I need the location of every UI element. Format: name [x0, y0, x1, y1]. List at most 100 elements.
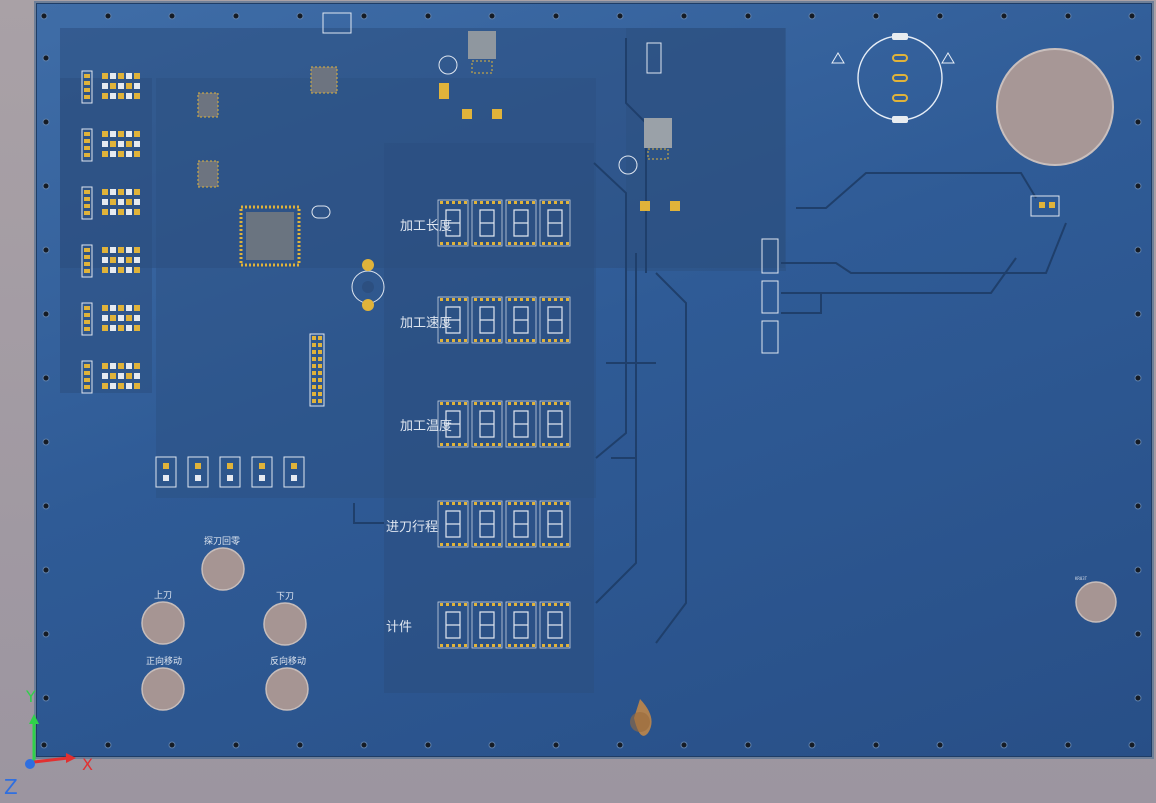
- mount-hole: [744, 741, 752, 749]
- forward-move-button[interactable]: 正向移动: [141, 655, 185, 711]
- mount-hole: [936, 12, 944, 20]
- seven-segment-digit: [539, 400, 571, 448]
- seven-segment-digit: [505, 296, 537, 344]
- mount-hole: [42, 246, 50, 254]
- right-headers: [322, 12, 1060, 354]
- mount-hole: [744, 12, 752, 20]
- home-button[interactable]: 探刀回零: [201, 535, 245, 591]
- seven-segment-digit: [539, 500, 571, 548]
- seven-segment-digit: [471, 296, 503, 344]
- bottom-connector: [187, 456, 209, 488]
- header-pin: [318, 336, 322, 340]
- mount-hole: [1134, 54, 1142, 62]
- header-pin: [312, 357, 316, 361]
- mount-hole: [872, 12, 880, 20]
- seven-segment-digit: [471, 500, 503, 548]
- mount-hole: [42, 54, 50, 62]
- header-pin: [312, 350, 316, 354]
- mount-hole: [1000, 12, 1008, 20]
- lower-tool-button[interactable]: 下刀: [263, 592, 307, 646]
- mount-hole: [42, 694, 50, 702]
- mount-hole: [488, 741, 496, 749]
- mounting-holes: [40, 12, 1142, 749]
- mount-hole: [42, 118, 50, 126]
- label-processing-length: 加工长度: [400, 218, 452, 234]
- bottom-connector: [283, 456, 305, 488]
- reverse-move-button[interactable]: 反向移动: [265, 655, 309, 711]
- mount-hole: [1134, 310, 1142, 318]
- header-pin: [312, 343, 316, 347]
- mount-hole: [1134, 438, 1142, 446]
- seven-segment-displays: [437, 199, 571, 649]
- axis-y-label: Y: [25, 687, 36, 706]
- mount-hole: [232, 741, 240, 749]
- seven-segment-digit: [437, 500, 469, 548]
- seven-segment-digit: [437, 199, 469, 247]
- mount-hole: [40, 741, 48, 749]
- round-components: [311, 55, 680, 311]
- bottom-connector: [155, 456, 177, 488]
- mount-hole: [680, 741, 688, 749]
- mount-hole: [42, 630, 50, 638]
- seven-segment-digit: [471, 601, 503, 649]
- board-traces: [353, 38, 1067, 644]
- header-pin: [318, 392, 322, 396]
- left-connector-block: [81, 70, 140, 104]
- seven-segment-digit: [437, 296, 469, 344]
- seven-segment-digit: [471, 400, 503, 448]
- header-pin: [318, 371, 322, 375]
- header-pin: [312, 385, 316, 389]
- mount-hole: [1134, 246, 1142, 254]
- header-pin: [312, 399, 316, 403]
- mcu-chip: [239, 205, 301, 267]
- mount-hole: [808, 12, 816, 20]
- mount-hole: [1134, 630, 1142, 638]
- mount-hole: [1134, 502, 1142, 510]
- pin-headers: [309, 333, 325, 407]
- mount-hole: [1134, 694, 1142, 702]
- header-pin: [318, 350, 322, 354]
- mount-hole: [104, 12, 112, 20]
- mount-hole: [296, 741, 304, 749]
- header-pin: [318, 357, 322, 361]
- mount-hole: [296, 12, 304, 20]
- forward-move-label: 正向移动: [146, 655, 182, 667]
- battery-holder: [831, 33, 955, 123]
- mount-hole: [104, 741, 112, 749]
- mount-hole: [488, 12, 496, 20]
- mount-hole: [616, 741, 624, 749]
- mount-hole: [1064, 12, 1072, 20]
- seven-segment-digit: [471, 199, 503, 247]
- push-buttons[interactable]: 探刀回零 上刀 下刀 正向移动 反向移动: [141, 535, 1117, 711]
- small-ics: [197, 31, 672, 188]
- left-connector-block: [81, 302, 140, 336]
- mount-hole: [1134, 566, 1142, 574]
- reverse-move-label: 反向移动: [270, 655, 306, 667]
- home-button-label: 探刀回零: [204, 535, 240, 547]
- upper-tool-button[interactable]: 上刀: [141, 590, 185, 645]
- mount-hole: [1128, 12, 1136, 20]
- mount-hole: [40, 12, 48, 20]
- small-right-button[interactable]: KR03T: [1075, 576, 1117, 623]
- seven-segment-digit: [539, 601, 571, 649]
- mount-hole: [936, 741, 944, 749]
- board-silkscreen-labels: 加工长度 加工速度 加工温度 进刀行程 计件: [386, 218, 452, 635]
- label-piece-count: 计件: [386, 620, 412, 635]
- axis-z-label: Z: [4, 775, 18, 799]
- bottom-connector: [251, 456, 273, 488]
- header-pin: [312, 336, 316, 340]
- axis-gizmo: Y X: [25, 687, 93, 774]
- mount-hole: [42, 182, 50, 190]
- left-connector-block: [81, 244, 140, 278]
- seven-segment-digit: [505, 400, 537, 448]
- mount-hole: [616, 12, 624, 20]
- mount-hole: [42, 374, 50, 382]
- left-connector-block: [81, 360, 140, 394]
- bottom-connector: [219, 456, 241, 488]
- axis-x-label: X: [82, 755, 93, 774]
- mount-hole: [168, 741, 176, 749]
- mount-hole: [42, 310, 50, 318]
- seven-segment-digit: [437, 601, 469, 649]
- mount-hole: [552, 12, 560, 20]
